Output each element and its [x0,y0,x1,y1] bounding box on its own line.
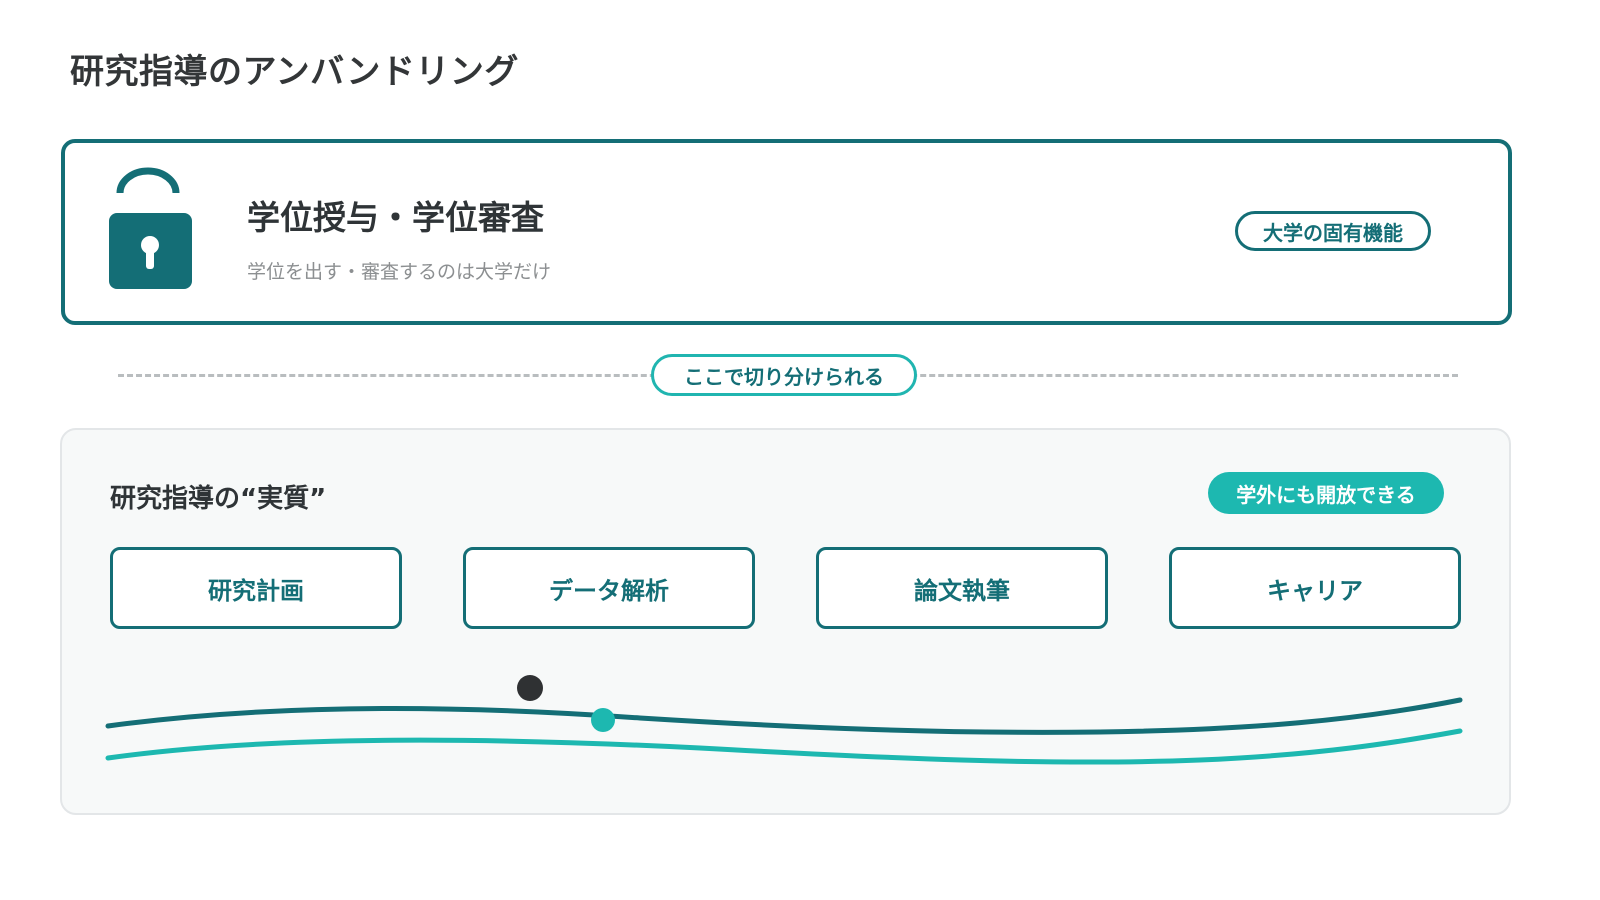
item-data-analysis: データ解析 [463,547,755,629]
item-career: キャリア [1169,547,1461,629]
degree-card-subtitle: 学位を出す・審査するのは大学だけ [247,261,552,283]
degree-card: 学位授与・学位審査 学位を出す・審査するのは大学だけ 大学の固有機能 [61,139,1512,325]
item-paper-writing: 論文執筆 [816,547,1108,629]
lock-icon [105,165,195,295]
university-function-badge: 大学の固有機能 [1235,211,1431,251]
research-guidance-title: 研究指導の“実質” [110,484,327,514]
item-research-plan: 研究計画 [110,547,402,629]
open-outside-badge: 学外にも開放できる [1208,472,1444,514]
page-title: 研究指導のアンバンドリング [70,52,519,92]
degree-card-title: 学位授与・学位審査 [247,198,544,237]
research-guidance-panel: 研究指導の“実質” 学外にも開放できる 研究計画 データ解析 論文執筆 キャリア [60,428,1511,815]
divider-label: ここで切り分けられる [651,354,917,396]
